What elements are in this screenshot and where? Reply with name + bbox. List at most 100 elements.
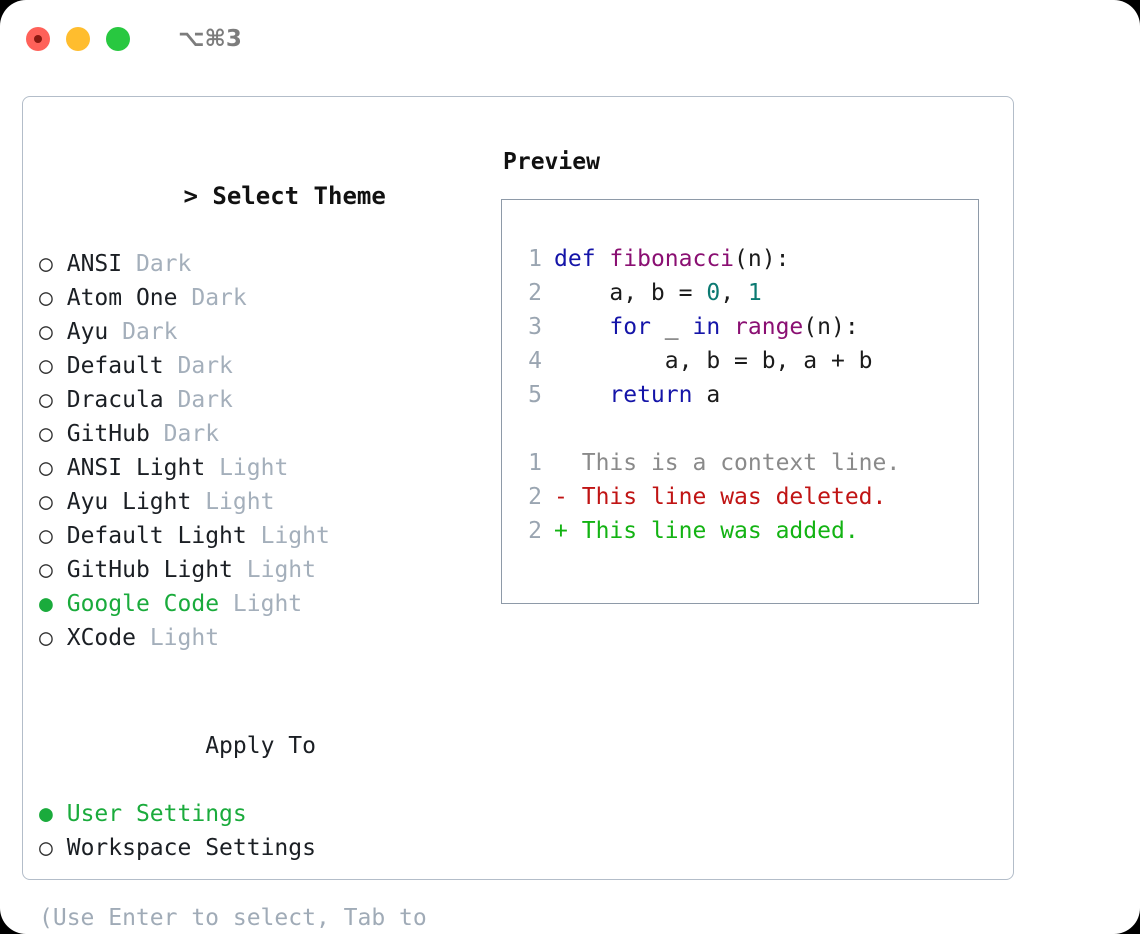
theme-list[interactable]: ○ ANSI Dark○ Atom One Dark○ Ayu Dark○ De… xyxy=(39,247,493,655)
title-bar: ⌥⌘3 xyxy=(0,0,1140,78)
spacer xyxy=(191,489,205,515)
theme-category-tag: Dark xyxy=(177,353,233,379)
theme-list-item[interactable]: ○ ANSI Light Light xyxy=(39,451,493,485)
diff-sign xyxy=(554,450,568,476)
spacer xyxy=(568,450,582,476)
apply-to-option[interactable]: ○ Workspace Settings xyxy=(39,831,493,865)
code-line: 3 for _ in range(n): xyxy=(516,310,978,344)
code-line: 5 return a xyxy=(516,378,978,412)
spacer xyxy=(53,319,67,345)
code-token: , xyxy=(720,280,748,306)
theme-category-tag: Light xyxy=(260,523,330,549)
code-token: _ xyxy=(650,314,693,340)
code-token: a, b = xyxy=(554,280,707,306)
minimize-window-icon[interactable] xyxy=(66,27,90,51)
theme-list-item[interactable]: ○ Ayu Light Light xyxy=(39,485,493,519)
spacer xyxy=(53,251,67,277)
keyboard-shortcut-label: ⌥⌘3 xyxy=(178,26,242,52)
theme-category-tag: Dark xyxy=(177,387,233,413)
diff-sign: - xyxy=(554,484,568,510)
theme-list-item[interactable]: ○ Ayu Dark xyxy=(39,315,493,349)
line-number: 2 xyxy=(528,280,542,306)
radio-unselected-icon[interactable]: ○ xyxy=(39,625,53,651)
spacer xyxy=(53,353,67,379)
spacer xyxy=(108,319,122,345)
theme-list-item[interactable]: ○ Default Dark xyxy=(39,349,493,383)
diff-sign: + xyxy=(554,518,568,544)
theme-list-item[interactable]: ● Google Code Light xyxy=(39,587,493,621)
radio-unselected-icon[interactable]: ○ xyxy=(39,523,53,549)
theme-category-tag: Light xyxy=(232,591,303,617)
spacer xyxy=(136,625,150,651)
radio-unselected-icon[interactable]: ○ xyxy=(39,251,53,277)
radio-unselected-icon[interactable]: ○ xyxy=(39,353,53,379)
radio-unselected-icon[interactable]: ○ xyxy=(39,387,53,413)
code-token: range xyxy=(734,314,804,340)
line-number: 5 xyxy=(528,382,542,408)
theme-name: GitHub Light xyxy=(66,557,233,583)
theme-list-item[interactable]: ○ XCode Light xyxy=(39,621,493,655)
theme-name: Dracula xyxy=(66,387,164,413)
code-line: 4 a, b = b, a + b xyxy=(516,344,978,378)
code-token: a xyxy=(692,382,721,408)
spacer xyxy=(568,484,582,510)
spacer xyxy=(247,523,261,549)
spacer xyxy=(53,557,67,583)
radio-unselected-icon[interactable]: ○ xyxy=(39,455,53,481)
apply-to-option[interactable]: ● User Settings xyxy=(39,797,493,831)
code-token: def xyxy=(554,246,596,272)
radio-unselected-icon[interactable]: ○ xyxy=(39,319,53,345)
theme-list-item[interactable]: ○ Atom One Dark xyxy=(39,281,493,315)
apply-to-heading-text: Apply To xyxy=(205,733,316,759)
radio-unselected-icon[interactable]: ○ xyxy=(39,421,53,447)
theme-category-tag: Light xyxy=(246,557,316,583)
diff-line: 2+ This line was added. xyxy=(516,514,978,548)
theme-category-tag: Dark xyxy=(191,285,247,311)
keyboard-hint: (Use Enter to select, Tab to change focu… xyxy=(39,905,427,931)
theme-list-item[interactable]: ○ Dracula Dark xyxy=(39,383,493,417)
theme-list-item[interactable]: ○ GitHub Dark xyxy=(39,417,493,451)
maximize-window-icon[interactable] xyxy=(106,27,130,51)
theme-category-tag: Light xyxy=(149,625,220,651)
theme-list-item[interactable]: ○ ANSI Dark xyxy=(39,247,493,281)
spacer xyxy=(53,591,67,617)
spacer xyxy=(233,557,247,583)
spacer xyxy=(122,251,136,277)
radio-unselected-icon[interactable]: ○ xyxy=(39,489,53,515)
close-window-icon[interactable] xyxy=(26,27,50,51)
theme-category-tag: Light xyxy=(205,489,275,515)
radio-unselected-icon[interactable]: ○ xyxy=(39,285,53,311)
theme-name: GitHub xyxy=(66,421,150,447)
spacer xyxy=(219,591,233,617)
theme-name: Default Light xyxy=(66,523,247,549)
apply-to-heading: Apply To xyxy=(39,695,493,797)
spacer xyxy=(568,518,582,544)
preview-title: Preview xyxy=(503,149,600,175)
spacer xyxy=(53,625,67,651)
theme-list-item[interactable]: ○ GitHub Light Light xyxy=(39,553,493,587)
spacer xyxy=(164,353,178,379)
spacer xyxy=(53,421,67,447)
code-token: fibonacci xyxy=(609,246,735,272)
spacer xyxy=(53,489,67,515)
radio-selected-icon[interactable]: ● xyxy=(39,801,53,827)
apply-to-label: User Settings xyxy=(66,801,247,827)
radio-unselected-icon[interactable]: ○ xyxy=(39,835,53,861)
theme-name: Ayu Light xyxy=(66,489,192,515)
code-token: a, b = b, a + b xyxy=(554,348,873,374)
spacer xyxy=(178,285,192,311)
radio-selected-icon[interactable]: ● xyxy=(39,591,53,617)
line-number: 3 xyxy=(528,314,542,340)
code-token xyxy=(596,246,610,272)
apply-to-list[interactable]: ● User Settings○ Workspace Settings xyxy=(39,797,493,865)
theme-name: Ayu xyxy=(66,319,109,345)
line-number: 2 xyxy=(528,518,542,544)
code-token xyxy=(554,382,609,408)
theme-name: ANSI xyxy=(66,251,123,277)
radio-unselected-icon[interactable]: ○ xyxy=(39,557,53,583)
theme-list-item[interactable]: ○ Default Light Light xyxy=(39,519,493,553)
code-token: return xyxy=(609,382,693,408)
theme-name: ANSI Light xyxy=(66,455,206,481)
